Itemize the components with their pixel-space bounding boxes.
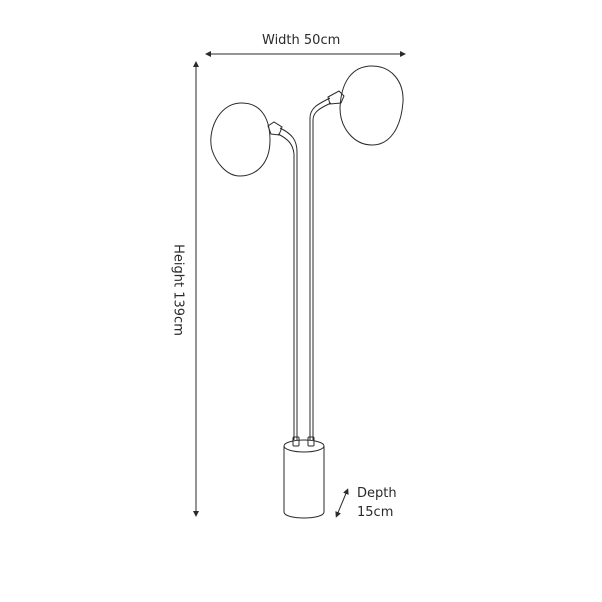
right-connector	[327, 90, 345, 105]
depth-value: 15cm	[357, 505, 394, 520]
depth-arrow	[335, 488, 349, 518]
right-stem-socket	[307, 436, 315, 447]
right-shade	[339, 65, 404, 146]
height-label: Height 139cm	[170, 244, 186, 336]
base-top	[283, 439, 325, 453]
left-connector	[267, 121, 283, 136]
depth-label: Depth	[357, 486, 397, 501]
left-stem	[277, 127, 298, 440]
left-stem-socket	[292, 436, 300, 447]
right-stem	[309, 97, 332, 440]
left-shade	[210, 102, 271, 177]
base-body	[283, 446, 325, 519]
width-label: Width 50cm	[262, 33, 341, 48]
